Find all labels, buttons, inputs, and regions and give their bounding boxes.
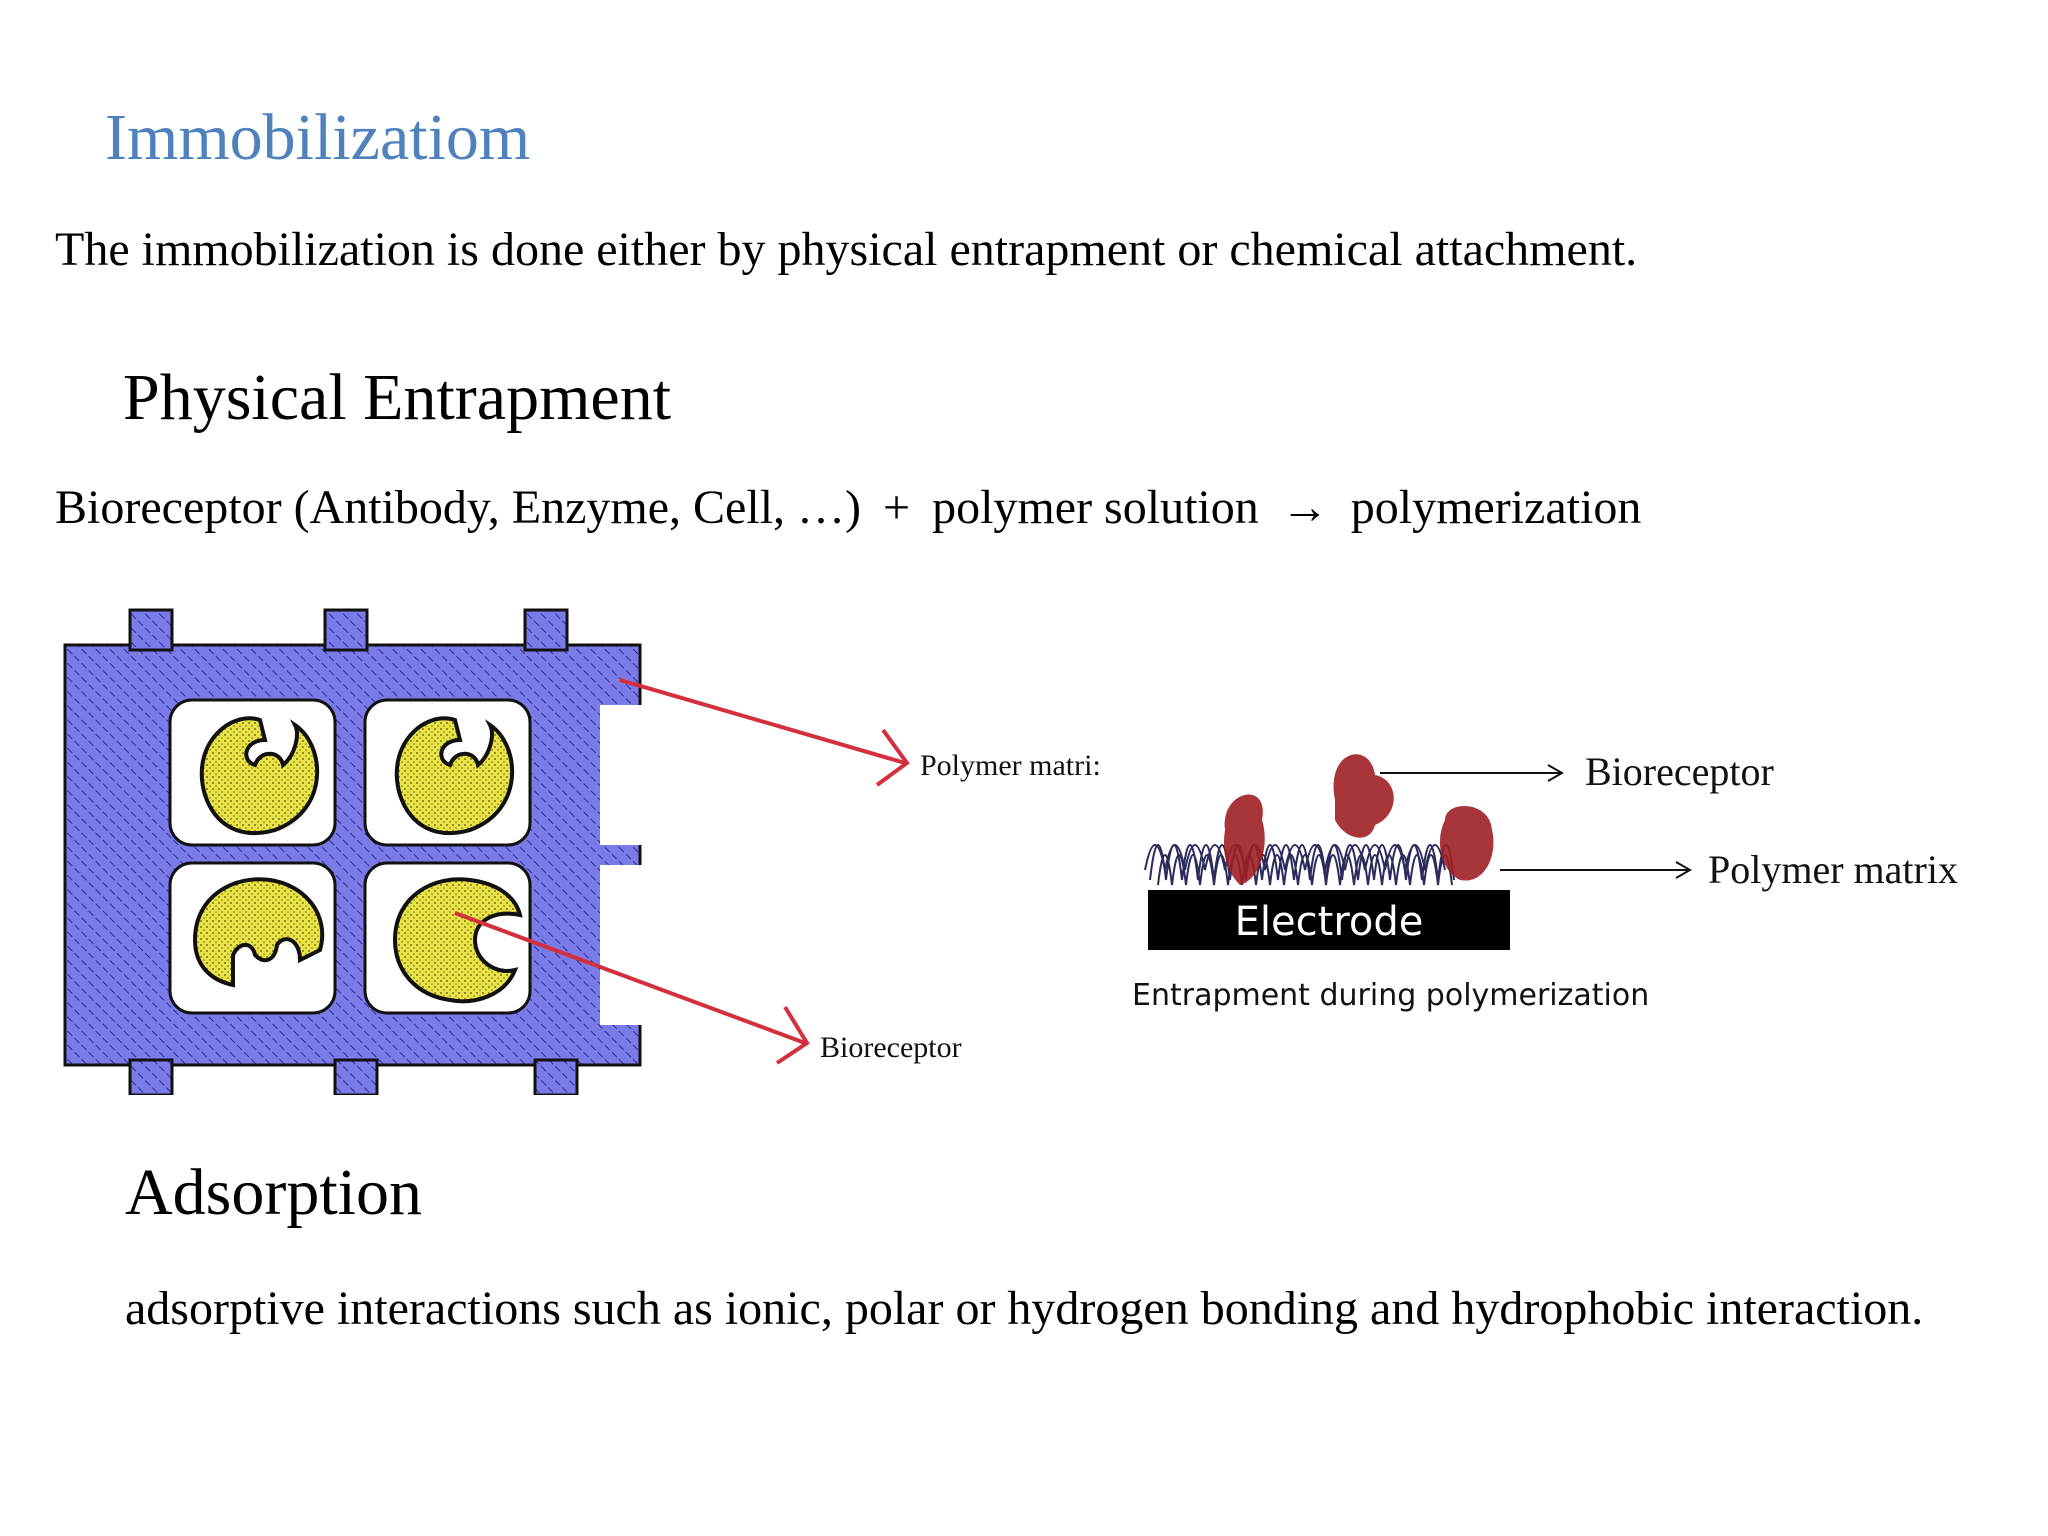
electrode-figure: Electrode Entrapment during polymerizati…: [1132, 749, 1958, 1013]
label-bioreceptor-right: Bioreceptor: [1585, 749, 1774, 794]
slide-title: Immobilizatiom: [105, 101, 531, 174]
intro-text: The immobilization is done either by phy…: [55, 223, 1638, 276]
equation-line: Bioreceptor (Antibody, Enzyme, Cell, …) +…: [55, 480, 1641, 535]
entrapment-grid-figure: Polymer matri: Bioreceptor: [63, 608, 1101, 1095]
equation-product: polymerization: [1350, 481, 1642, 534]
label-polymer-matrix-right: Polymer matrix: [1708, 847, 1958, 892]
polymer-coil: [1144, 844, 1455, 886]
electrode-label: Electrode: [1235, 899, 1424, 945]
bioreceptor-blobs: [1223, 754, 1494, 885]
polymer-grid: [63, 608, 645, 1095]
adsorption-text: adsorptive interactions such as ionic, p…: [125, 1282, 1924, 1335]
pointer-arrows: [454, 678, 910, 1065]
equation-reactant: Bioreceptor (Antibody, Enzyme, Cell, …): [55, 481, 862, 534]
pointer-lines: [1380, 764, 1693, 879]
label-polymer-matrix-left: Polymer matri:: [920, 749, 1101, 782]
adsorption-heading: Adsorption: [125, 1156, 422, 1229]
bioreceptor-shapes: [192, 716, 523, 1004]
equation-plus: +: [883, 481, 911, 534]
equation-second: polymer solution: [932, 481, 1259, 534]
equation-arrow: →: [1280, 481, 1329, 534]
entrapment-caption: Entrapment during polymerization: [1132, 978, 1649, 1013]
label-bioreceptor-left: Bioreceptor: [820, 1031, 962, 1064]
physical-entrapment-heading: Physical Entrapment: [123, 361, 672, 434]
electrode-block: [1148, 890, 1510, 950]
